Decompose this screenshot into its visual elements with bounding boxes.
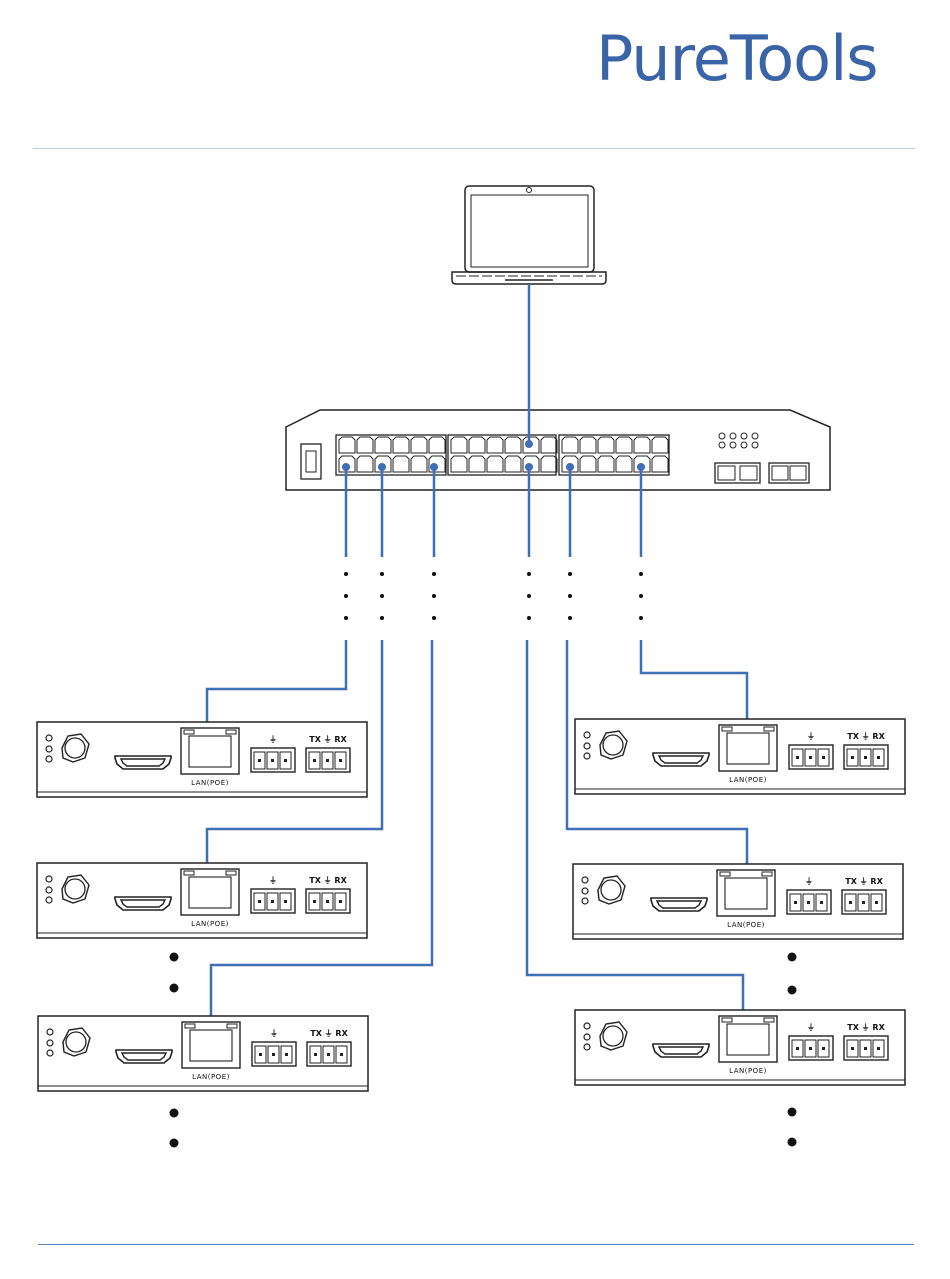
receiver-unit: LAN(POE) ⏚ TX ⏚ RX: [573, 864, 903, 939]
ground-label: ⏚: [807, 1023, 815, 1032]
rs232-label: TX ⏚ RX: [847, 1023, 885, 1032]
ground-label: ⏚: [269, 876, 277, 885]
lan-poe-label: LAN(POE): [192, 1073, 230, 1081]
cable-6-lower: [641, 640, 747, 728]
lan-poe-label: LAN(POE): [729, 776, 767, 784]
cable-1-lower: [207, 640, 346, 730]
rs232-label: TX ⏚ RX: [309, 876, 347, 885]
rs232-label: TX ⏚ RX: [309, 735, 347, 744]
lan-poe-label: LAN(POE): [191, 779, 229, 787]
rs232-label: TX ⏚ RX: [847, 732, 885, 741]
ground-label: ⏚: [805, 877, 813, 886]
receiver-unit: LAN(POE) ⏚ TX ⏚ RX: [38, 1016, 368, 1091]
laptop-icon: [452, 186, 606, 284]
lan-poe-label: LAN(POE): [191, 920, 229, 928]
cable-continuation-dots: [344, 572, 643, 620]
receiver-unit: LAN(POE) ⏚ TX ⏚ RX: [575, 1010, 905, 1085]
receiver-unit: LAN(POE) ⏚ TX ⏚ RX: [575, 719, 905, 794]
rs232-label: TX ⏚ RX: [845, 877, 883, 886]
ground-label: ⏚: [269, 735, 277, 744]
receiver-unit: LAN(POE) ⏚ TX ⏚ RX: [37, 863, 367, 938]
rs232-label: TX ⏚ RX: [310, 1029, 348, 1038]
lan-poe-label: LAN(POE): [729, 1067, 767, 1075]
ground-label: ⏚: [807, 732, 815, 741]
receiver-unit: LAN(POE) ⏚ TX ⏚ RX: [37, 722, 367, 797]
cable-3-lower: [211, 640, 432, 1025]
ground-label: ⏚: [270, 1029, 278, 1038]
network-switch-icon: [286, 410, 830, 490]
lan-poe-label: LAN(POE): [727, 921, 765, 929]
